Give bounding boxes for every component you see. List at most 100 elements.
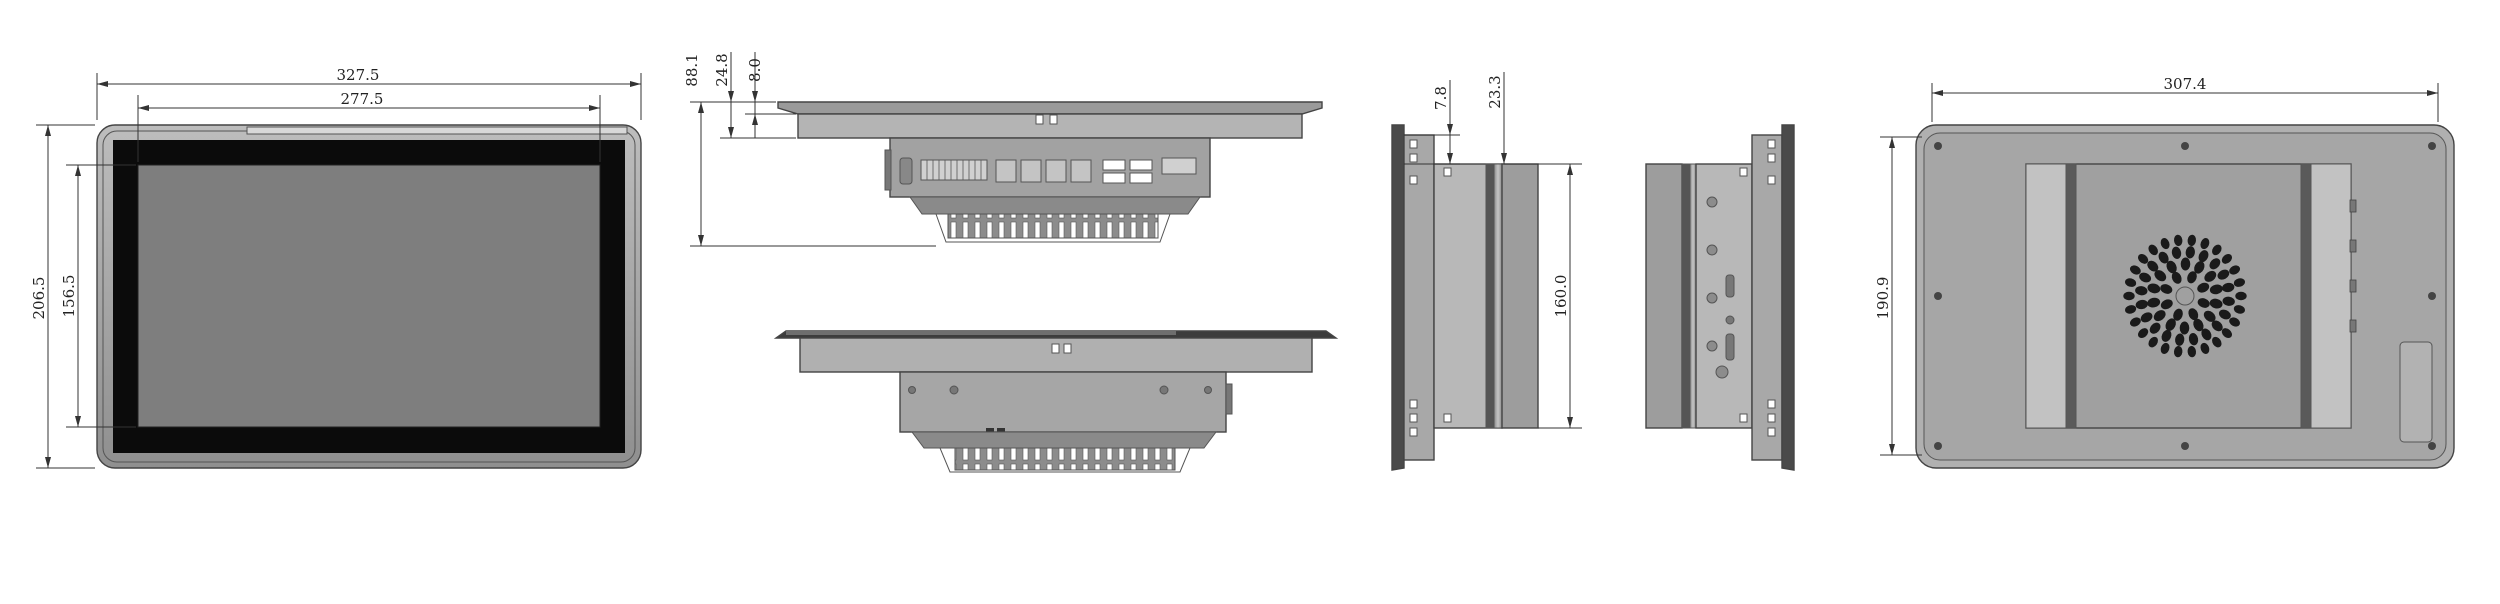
dimension-arrow-icon xyxy=(589,105,600,111)
fan-hole xyxy=(2217,269,2230,280)
dim-front-screen-width: 277.5 xyxy=(137,90,601,162)
bottom-io-side-plug xyxy=(1225,383,1233,415)
front-view: 327.5 277.5 206.5 156.5 xyxy=(30,66,642,469)
dim-top-bezel-depth: 24.8 xyxy=(713,52,796,139)
left-side-clip xyxy=(1409,139,1418,149)
fan-hole xyxy=(2140,312,2153,323)
dimension-arrow-icon xyxy=(1447,124,1453,135)
top-bezel xyxy=(777,101,1323,115)
dim-rear-width: 307.4 xyxy=(1931,75,2439,122)
fan-hole xyxy=(2222,282,2235,293)
rear-side-ports xyxy=(2349,199,2357,333)
dimension-arrow-icon xyxy=(1567,164,1573,175)
fan-hole xyxy=(2171,246,2182,259)
mounting-hole-icon xyxy=(949,385,959,395)
dim-side-bezel-thickness-label: 7.8 xyxy=(1432,86,1450,110)
left-side-clip xyxy=(1443,167,1452,177)
dimension-arrow-icon xyxy=(752,91,758,102)
fan-hole xyxy=(2209,284,2223,295)
left-side-clip xyxy=(1409,153,1418,163)
right-side-port xyxy=(1725,315,1735,325)
right-side-clip xyxy=(1767,153,1776,163)
fan-hole xyxy=(2212,336,2222,348)
fan-hole xyxy=(2153,310,2166,322)
fan-hole xyxy=(2198,250,2209,263)
dim-front-width: 327.5 xyxy=(96,66,642,120)
top-io-terminal xyxy=(920,159,988,181)
right-side-body xyxy=(1695,163,1753,429)
dim-top-depth-label: 88.1 xyxy=(683,53,701,86)
top-clip-1 xyxy=(1035,114,1044,125)
fan-hole xyxy=(2123,291,2135,301)
left-side-clip xyxy=(1409,413,1418,423)
fan-hole xyxy=(2185,246,2195,259)
mounting-hole-icon xyxy=(1934,442,1942,450)
mounting-hole-icon xyxy=(1934,292,1942,300)
left-side-bezel xyxy=(1391,124,1405,471)
mounting-hole-icon xyxy=(2428,142,2436,150)
dim-top-bezel-thickness: 8.0 xyxy=(745,52,796,138)
dim-front-screen-height-label: 156.5 xyxy=(60,275,78,318)
bottom-clip-2 xyxy=(1063,343,1072,354)
left-side-rib xyxy=(1485,163,1495,429)
dim-top-depth: 88.1 xyxy=(683,53,936,247)
bottom-io-body xyxy=(899,371,1227,433)
fan-hole xyxy=(2173,308,2183,321)
usb-port-icon xyxy=(1129,159,1153,171)
left-side-clip xyxy=(1409,399,1418,409)
dimension-arrow-icon xyxy=(728,91,734,102)
top-fin-base xyxy=(935,213,1171,243)
fan-hole xyxy=(2154,270,2167,282)
right-side-port xyxy=(1725,274,1735,298)
dimension-arrow-icon xyxy=(698,235,704,246)
mounting-hole-icon xyxy=(1706,292,1718,304)
fan-hole xyxy=(2139,272,2152,283)
fan-hole xyxy=(2179,321,2190,335)
left-side-clip xyxy=(1409,427,1418,437)
bottom-fin-base xyxy=(939,447,1191,473)
dim-side-bezel-thickness: 7.8 xyxy=(1404,80,1460,165)
fan-hole xyxy=(2148,336,2158,348)
top-io-vga xyxy=(1161,157,1197,175)
fan-hub xyxy=(2175,286,2195,306)
fan-hole xyxy=(2233,305,2246,314)
top-clip-2 xyxy=(1049,114,1058,125)
mounting-hole-icon xyxy=(1706,196,1718,208)
right-side-rib xyxy=(1681,163,1691,429)
fan-hole xyxy=(2221,328,2232,339)
dim-front-height: 206.5 xyxy=(30,124,95,469)
lan-port-icon xyxy=(1045,159,1067,183)
mounting-hole-icon xyxy=(2181,442,2189,450)
usb-port-icon xyxy=(1129,172,1153,184)
fan-hole xyxy=(2201,328,2212,341)
rear-rail-right xyxy=(2310,163,2352,429)
fan-hole xyxy=(2209,298,2223,309)
fan-hole xyxy=(2193,318,2204,332)
top-io-terminal-pins xyxy=(926,160,982,180)
dimension-arrow-icon xyxy=(630,81,641,87)
dimension-arrow-icon xyxy=(138,105,149,111)
fan-hole xyxy=(2212,244,2222,256)
mounting-hole-icon xyxy=(908,386,916,394)
dimension-arrow-icon xyxy=(728,127,734,138)
left-side-rib-2 xyxy=(1493,163,1503,429)
fan-hole xyxy=(2187,345,2197,358)
usb-port-icon xyxy=(1102,159,1126,171)
mounting-hole-icon xyxy=(1715,365,1729,379)
dim-side-depth: 23.3 xyxy=(1486,72,1570,165)
lan-port-icon xyxy=(995,159,1017,183)
dim-rear-height: 190.9 xyxy=(1874,136,1922,456)
right-side-heatsink xyxy=(1645,163,1683,429)
lan-port-icon xyxy=(1070,159,1092,183)
fan-hole xyxy=(2148,244,2158,256)
front-screen xyxy=(137,164,601,428)
fan-hole xyxy=(2160,342,2170,354)
mounting-hole-icon xyxy=(1204,386,1212,394)
fan-hole xyxy=(2203,310,2216,322)
mounting-hole-icon xyxy=(2428,292,2436,300)
right-side-rib-2 xyxy=(1689,163,1697,429)
left-side-clip xyxy=(1443,413,1452,423)
lan-port-icon xyxy=(1020,159,1042,183)
fan-hole xyxy=(2135,299,2148,310)
mounting-hole-icon xyxy=(2181,142,2189,150)
